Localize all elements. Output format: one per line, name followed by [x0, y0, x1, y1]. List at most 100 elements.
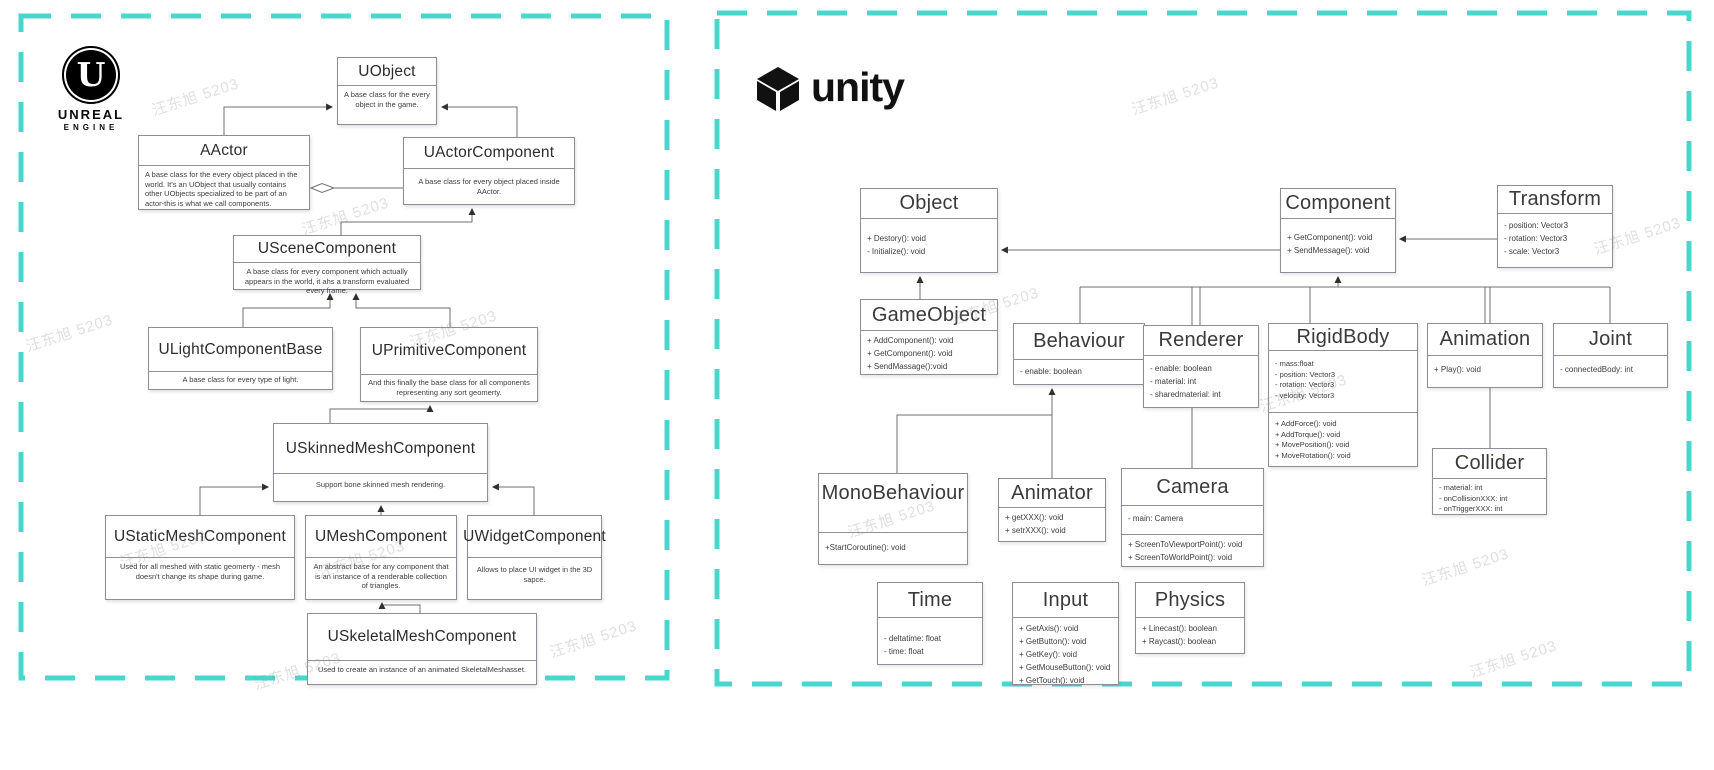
unity-cube-icon [757, 67, 799, 111]
class-title: Object [861, 189, 997, 219]
class-methods: + ScreenToViewportPoint(): void+ ScreenT… [1122, 534, 1263, 566]
class-members: + Play(): void [1428, 356, 1542, 387]
member-row: - scale: Vector3 [1504, 247, 1560, 256]
unreal-class-aactor: AActor A base class for the every object… [138, 135, 310, 210]
class-title: Component [1281, 189, 1395, 219]
member-row: - connectedBody: int [1560, 365, 1633, 374]
member-row: - position: Vector3 [1504, 221, 1569, 230]
unity-class-object: Object + Destory(): void- Initialize(): … [860, 188, 998, 273]
unity-panel-border [714, 10, 1692, 687]
member-row: + GetKey(): void [1019, 650, 1078, 659]
unreal-engine-text: ENGINE [63, 123, 119, 132]
unity-class-behaviour: Behaviour - enable: boolean [1013, 323, 1145, 385]
member-row: + GetAxis(): void [1019, 624, 1079, 633]
member-row: + setrXXX(): void [1005, 526, 1066, 535]
unity-class-transform: Transform - position: Vector3- rotation:… [1497, 185, 1613, 268]
unity-class-animation: Animation + Play(): void [1427, 323, 1543, 388]
class-title: UObject [338, 58, 436, 86]
class-members: - deltatime: float - time: float [878, 618, 982, 664]
member-row: + Raycast(): boolean [1142, 637, 1217, 646]
class-title: UMeshComponent [306, 516, 456, 558]
class-members: - connectedBody: int [1554, 356, 1667, 387]
unity-class-collider: Collider - material: int- onCollisionXXX… [1432, 448, 1547, 515]
member-row: + MovePosition(): void [1275, 440, 1350, 449]
member-row: + GetComponent(): void [1287, 233, 1373, 242]
member-row: + SendMassage():void [867, 362, 948, 371]
unity-brand-text: unity [811, 63, 905, 110]
member-row: + ScreenToViewportPoint(): void [1128, 540, 1243, 549]
member-row: - deltatime: float [884, 634, 941, 643]
class-members: + getXXX(): void+ setrXXX(): void [999, 508, 1105, 541]
class-title: Animator [999, 479, 1105, 508]
member-row: - onTriggerXXX: int [1439, 504, 1503, 513]
member-row: - sharedmaterial: int [1150, 390, 1221, 399]
member-row: + Play(): void [1434, 365, 1481, 374]
member-row: + AddComponent(): void [867, 336, 954, 345]
member-row: + AddForce(): void [1275, 419, 1337, 428]
unreal-class-uactorcomponent: UActorComponent A base class for every o… [403, 137, 575, 205]
unreal-class-uskinnedmeshcomponent: USkinnedMeshComponent Support bone skinn… [273, 423, 488, 502]
class-title: UStaticMeshComponent [106, 516, 294, 558]
member-row: - onCollisionXXX: int [1439, 493, 1508, 503]
unreal-class-uscenecomponent: USceneComponent A base class for every c… [233, 235, 421, 295]
member-row: - main: Camera [1128, 514, 1184, 523]
member-row: + GetButton(): void [1019, 637, 1087, 646]
member-row: + GetComponent(): void [867, 349, 953, 358]
unity-class-monobehaviour: MonoBehaviour +StartCoroutine(): void [818, 473, 968, 565]
class-title: USceneComponent [234, 236, 420, 263]
member-row: - time: float [884, 647, 924, 656]
class-description: A base class for the every object in the… [344, 90, 430, 109]
class-members: +StartCoroutine(): void [819, 533, 967, 564]
member-row: - mass:float [1275, 359, 1314, 368]
class-description: A base class for the every object placed… [145, 170, 298, 208]
member-row: + GetTouch(): void [1019, 676, 1085, 684]
unity-class-physics: Physics + Linecast(): boolean+ Raycast()… [1135, 582, 1245, 654]
aggregation-diamond [309, 182, 336, 194]
class-title: ULightComponentBase [149, 328, 332, 372]
member-row: - rotation: Vector3 [1504, 234, 1568, 243]
class-description: An abstract base for any component that … [313, 562, 449, 590]
unity-class-input: Input + GetAxis(): void+ GetButton(): vo… [1012, 582, 1119, 685]
unreal-class-uskeletalmeshcomponent: USkeletalMeshComponent Used to create an… [307, 613, 537, 685]
unity-class-gameobject: GameObject + AddComponent(): void + GetCo… [860, 299, 998, 375]
member-row: + SendMessage(): void [1287, 246, 1370, 255]
class-description: Allows to place UI widget in the 3D sapc… [476, 565, 593, 584]
class-fields: - mass:float- position: Vector3- rotatio… [1269, 351, 1417, 412]
class-title: MonoBehaviour [819, 474, 967, 533]
class-title: Joint [1554, 324, 1667, 356]
member-row: - Initialize(): void [867, 247, 926, 256]
class-title: Renderer [1144, 326, 1258, 356]
class-title: Animation [1428, 324, 1542, 356]
unreal-class-umeshcomponent: UMeshComponent An abstract base for any … [305, 515, 457, 600]
member-row: - rotation: Vector3 [1275, 380, 1335, 389]
unreal-class-uwidgetcomponent: UWidgetComponent Allows to place UI widg… [463, 515, 606, 600]
member-row: + GetMouseButton(): void [1019, 663, 1111, 672]
member-row: +StartCoroutine(): void [825, 543, 906, 552]
class-description: Support bone skinned mesh rendering. [315, 480, 446, 489]
class-members: - position: Vector3 - rotation: Vector3 - … [1498, 214, 1612, 267]
member-row: - enable: boolean [1150, 364, 1212, 373]
class-description: Used for all meshed with static geomerty… [119, 562, 281, 581]
class-title: Time [878, 583, 982, 618]
member-row: - position: Vector3 [1275, 369, 1336, 379]
unity-class-camera: Camera - main: Camera + ScreenToViewport… [1121, 468, 1264, 567]
unity-class-component: Component + GetComponent(): void + SendMe… [1280, 188, 1396, 273]
unity-class-animator: Animator + getXXX(): void+ setrXXX(): vo… [998, 478, 1106, 542]
class-title: USkinnedMeshComponent [274, 424, 487, 474]
unreal-class-uobject: UObject A base class for the every objec… [337, 57, 437, 125]
class-methods: + AddForce(): void+ AddTorque(): void+ M… [1269, 412, 1417, 463]
member-row: + Linecast(): boolean [1142, 624, 1217, 633]
class-title: RigidBody [1269, 324, 1417, 351]
class-title: GameObject [861, 300, 997, 331]
unreal-class-ustaticmeshcomponent: UStaticMeshComponent Used for all meshed… [105, 515, 295, 600]
member-row: + MoveRotation(): void [1275, 450, 1351, 460]
class-description: A base class for every object placed ins… [418, 177, 560, 196]
member-row: - velocity: Vector3 [1275, 390, 1335, 400]
class-title: UPrimitiveComponent [361, 328, 537, 375]
class-description: A base class for every component which a… [244, 267, 410, 295]
class-title: Camera [1122, 469, 1263, 506]
unreal-brand-text: UNREAL [57, 107, 125, 122]
class-title: Behaviour [1014, 324, 1144, 360]
member-row: - material: int [1150, 377, 1197, 386]
